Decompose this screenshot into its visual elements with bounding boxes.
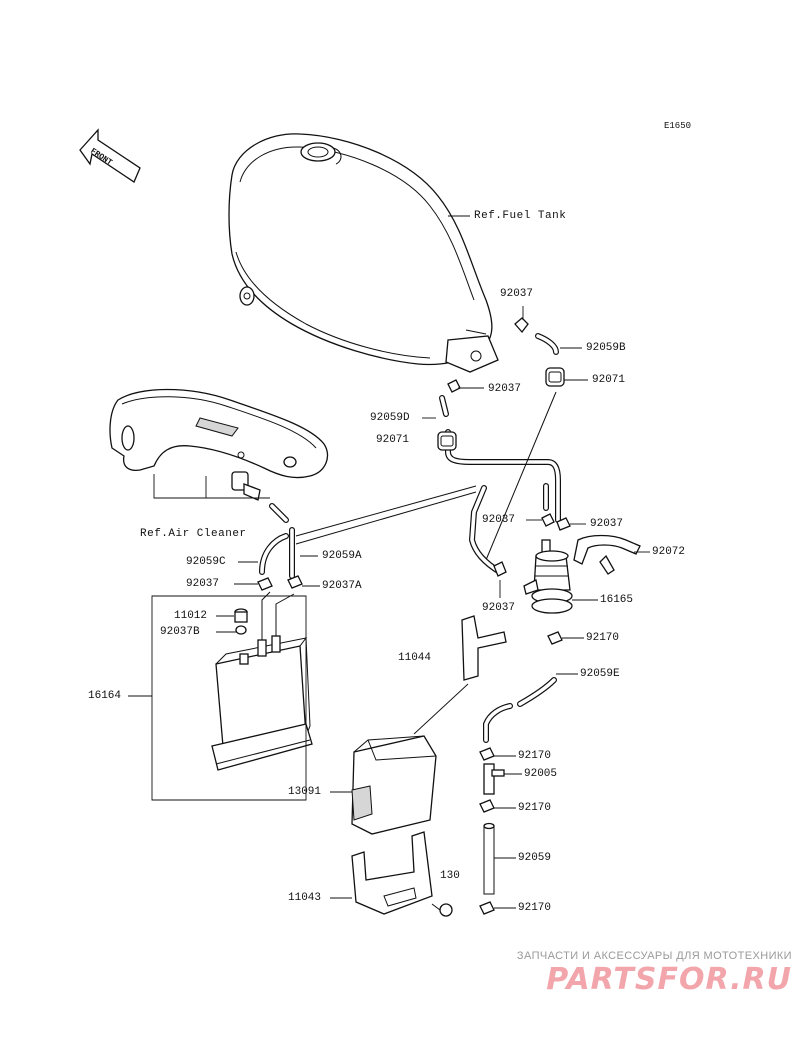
callout-13091: 13091: [288, 786, 322, 798]
callout-92037-filter-left: 92037: [482, 514, 516, 526]
callout-92037-mid: 92037: [488, 383, 522, 395]
callout-92059: 92059: [518, 852, 552, 864]
fuel-filter: [523, 539, 573, 614]
front-direction-arrow: [79, 128, 141, 183]
callout-92059A: 92059A: [322, 550, 362, 562]
callout-130: 130: [440, 870, 460, 882]
t-fitting: [483, 763, 505, 795]
callout-16164: 16164: [88, 690, 122, 702]
callout-92037-canister: 92037: [186, 578, 220, 590]
callout-92059C: 92059C: [186, 556, 226, 568]
callout-16165: 16165: [600, 594, 634, 606]
canister-case: [351, 735, 437, 835]
bracket-11044: [461, 615, 507, 681]
callout-92037-top: 92037: [500, 288, 534, 300]
callout-92072: 92072: [652, 546, 686, 558]
callout-92170-low: 92170: [518, 802, 552, 814]
hose-clamps: [234, 317, 571, 915]
ref-air-cleaner-leader: [153, 474, 270, 499]
ref-air-cleaner-label: Ref.Air Cleaner: [140, 528, 247, 540]
air-cleaner-outline: [109, 388, 329, 501]
watermark-tagline: ЗАПЧАСТИ И АКСЕССУАРЫ ДЛЯ МОТОТЕХНИКИ: [516, 950, 792, 962]
watermark-brand: PARTSFOR.RU: [546, 962, 792, 997]
callout-leaders: [128, 215, 650, 909]
callout-92037-filter-right: 92037: [590, 518, 624, 530]
canister-group-box: [151, 595, 307, 801]
bracket-leader: [413, 683, 469, 735]
callout-92059E: 92059E: [580, 668, 620, 680]
callout-92059D: 92059D: [370, 412, 410, 424]
callout-92059B: 92059B: [586, 342, 626, 354]
evap-canister: [211, 591, 313, 771]
callout-92071-right: 92071: [592, 374, 626, 386]
diagram-code: E1650: [664, 121, 692, 131]
callout-92170-top: 92170: [586, 632, 620, 644]
ref-fuel-tank-label: Ref.Fuel Tank: [474, 210, 567, 222]
callout-92170-bottom: 92170: [518, 902, 552, 914]
callout-92037B: 92037B: [160, 626, 200, 638]
callout-92170-mid: 92170: [518, 750, 552, 762]
callout-92071-left: 92071: [376, 434, 410, 446]
callout-92037A: 92037A: [322, 580, 362, 592]
bracket-11043: [351, 831, 453, 917]
callout-92037-lower: 92037: [482, 602, 516, 614]
callout-11012: 11012: [174, 610, 208, 622]
callout-11044: 11044: [398, 652, 432, 664]
callout-92005: 92005: [524, 768, 558, 780]
filter-clamp-bracket: [573, 534, 641, 575]
fuel-tank-outline: [228, 133, 499, 373]
callout-11043: 11043: [288, 892, 322, 904]
grommets: [437, 367, 565, 451]
